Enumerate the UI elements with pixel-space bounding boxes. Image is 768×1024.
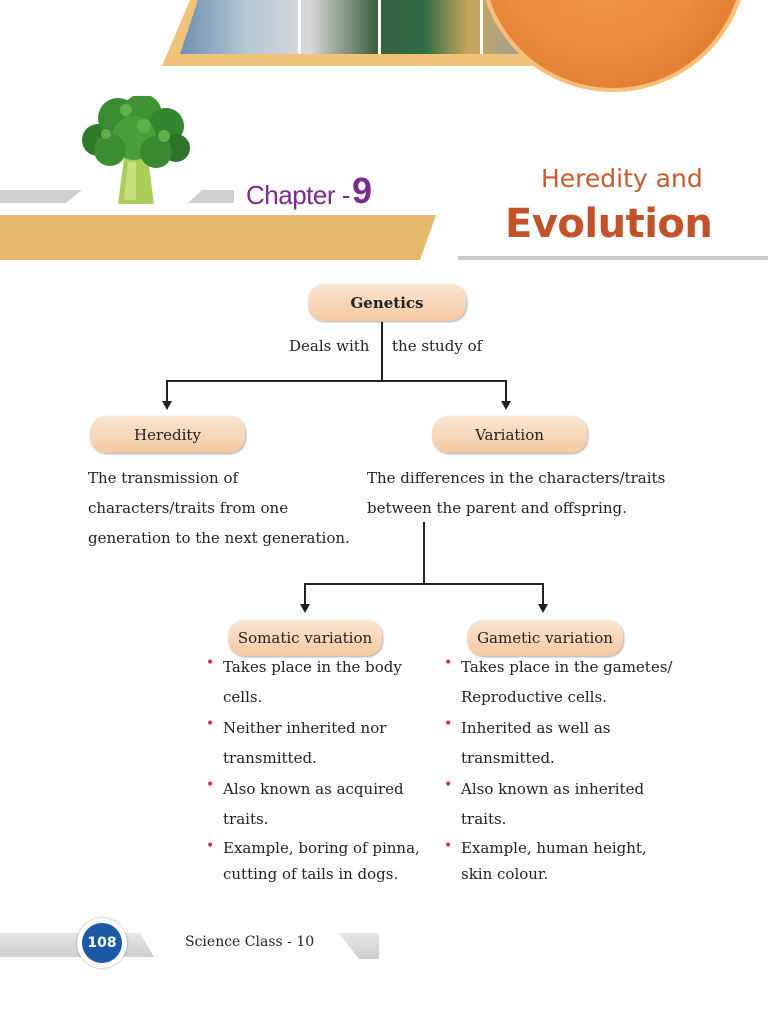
- connector-line: [304, 583, 544, 585]
- title-underline: [458, 256, 768, 260]
- footer-book-title: Science Class - 10: [185, 934, 315, 950]
- gametic-points-list: •Takes place in the gametes/Reproductive…: [444, 652, 684, 888]
- arrow-head: [501, 401, 511, 410]
- chapter-title-line2: Evolution: [505, 201, 713, 247]
- chapter-title-line1: Heredity and: [541, 164, 703, 193]
- page-number-badge: 108: [80, 921, 124, 965]
- variation-node: Variation: [432, 416, 587, 453]
- footer-gray-tab-right: [339, 933, 379, 959]
- root-caption-right: the study of: [392, 337, 483, 355]
- heredity-description: The transmission of characters/traits fr…: [88, 469, 350, 547]
- header-gray-stripe-mid: [188, 190, 234, 203]
- variation-description: The differences in the characters/traits…: [367, 469, 666, 517]
- connector-line: [304, 583, 306, 605]
- header-gray-stripe-left: [0, 190, 82, 203]
- connector-line: [381, 322, 383, 381]
- heredity-node: Heredity: [90, 416, 245, 453]
- connector-line: [423, 522, 425, 584]
- connector-line: [166, 380, 168, 402]
- orange-circle: [483, 0, 743, 88]
- genetics-node: Genetics: [308, 284, 466, 321]
- header-tan-bar: [0, 215, 436, 260]
- connector-line: [542, 583, 544, 605]
- gametic-variation-node: Gametic variation: [467, 620, 623, 656]
- root-caption-left: Deals with: [289, 337, 370, 355]
- arrow-head: [162, 401, 172, 410]
- arrow-head: [300, 604, 310, 613]
- connector-line: [166, 380, 506, 382]
- chapter-number: 9: [352, 170, 373, 211]
- list-item: •Takes place in the gametes/Reproductive…: [444, 655, 673, 706]
- connector-line: [505, 380, 507, 402]
- list-item: •Example, human height,skin colour.: [444, 838, 647, 883]
- arrow-head: [538, 604, 548, 613]
- list-item: •Example, boring of pinna,cutting of tai…: [206, 838, 420, 883]
- broccoli-image: [82, 96, 190, 204]
- chapter-label: Chapter -: [246, 180, 350, 210]
- somatic-variation-node: Somatic variation: [228, 620, 382, 656]
